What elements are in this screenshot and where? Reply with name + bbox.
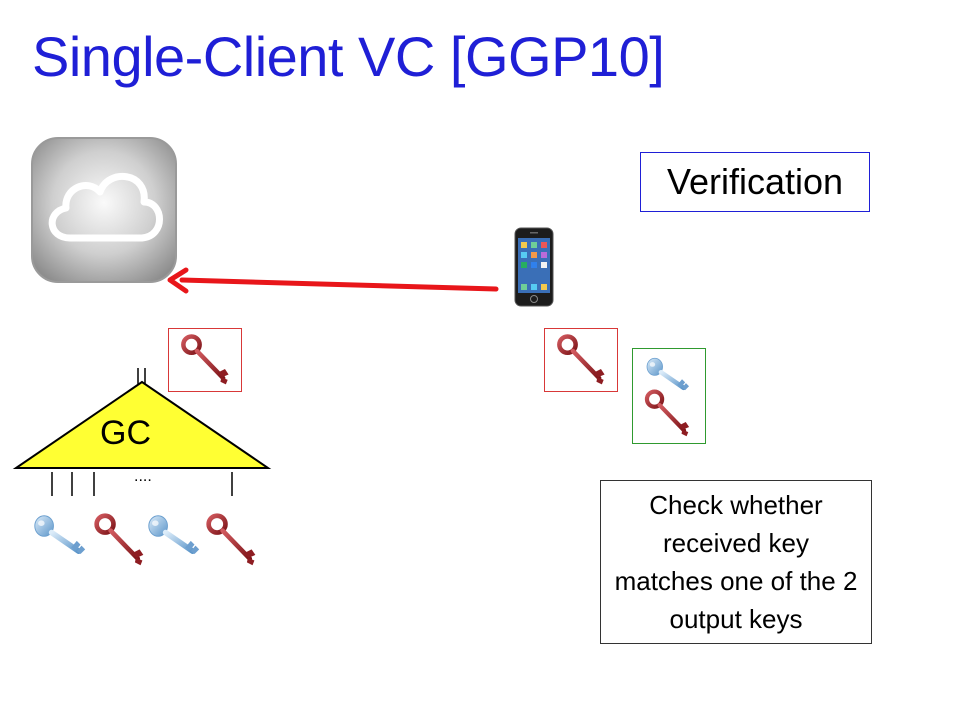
red-key-icon <box>545 329 617 391</box>
check-description: Check whether received key matches one o… <box>600 480 872 644</box>
gc-label: GC <box>100 414 151 452</box>
output-keys-icons <box>633 349 705 443</box>
wire-ellipsis: .... <box>134 468 152 485</box>
check-text: Check whether received key matches one o… <box>614 490 858 634</box>
red-key-icon <box>647 392 689 437</box>
cloud-icon <box>31 137 177 283</box>
slide-title: Single-Client VC [GGP10] <box>32 25 665 88</box>
output-keys-box <box>632 348 706 444</box>
red-key-icon <box>92 512 148 568</box>
blue-key-icon <box>647 358 689 390</box>
send-arrow <box>167 267 499 294</box>
blue-key-icon <box>32 512 88 568</box>
output-key-box <box>168 328 242 392</box>
blue-key-icon <box>146 512 202 568</box>
garbled-circuit-triangle <box>12 368 272 496</box>
red-key-icon <box>204 512 260 568</box>
received-key-box <box>544 328 618 392</box>
verification-label: Verification <box>640 152 870 212</box>
phone-icon <box>514 227 554 307</box>
